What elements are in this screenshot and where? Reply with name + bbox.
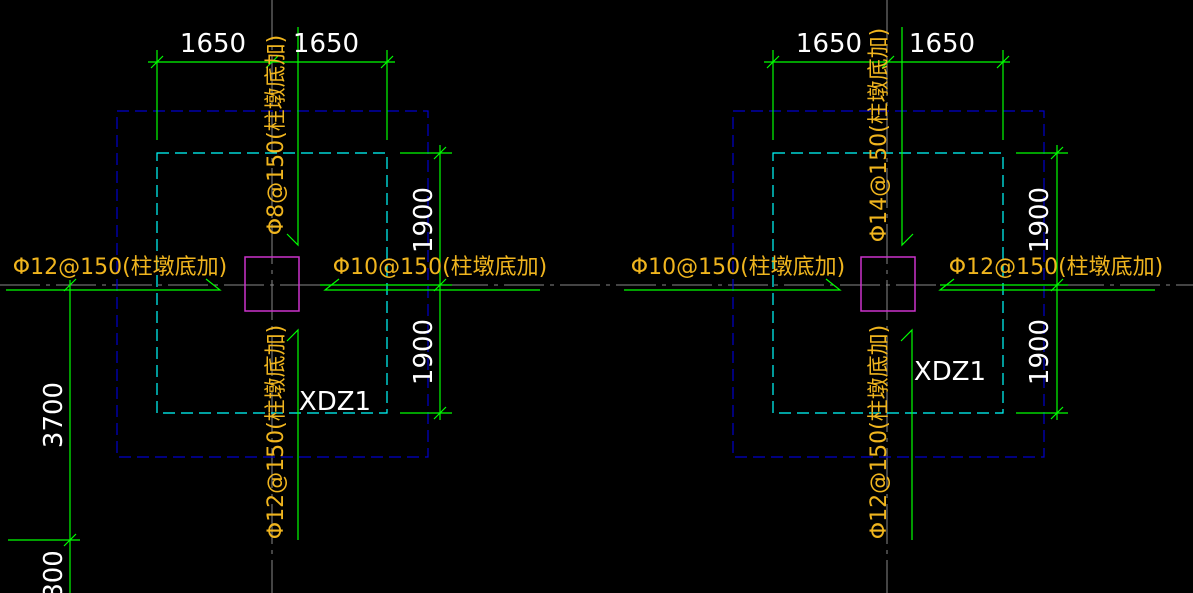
side-tick-1 (63, 278, 77, 292)
left-right-tick-3 (433, 406, 447, 420)
right-rebar-right-line (938, 278, 1155, 291)
left-rebar-top-label: Φ8@150(柱墩底加) (264, 35, 289, 235)
left-dim-right-upper: 1900 (409, 187, 439, 253)
left-right-tick-1 (433, 146, 447, 160)
left-top-tick-3 (380, 55, 394, 69)
side-dimensions (8, 278, 80, 593)
left-column (244, 256, 300, 312)
left-dimensions (6, 27, 540, 540)
side-dim-lower: 800 (39, 550, 69, 593)
left-rebar-left-label: Φ12@150(柱墩底加) (13, 255, 227, 280)
left-rebar-bottom-label: Φ12@150(柱墩底加) (264, 325, 289, 539)
right-rebar-left-label: Φ10@150(柱墩底加) (631, 255, 845, 280)
left-rebar-right-label: Φ10@150(柱墩底加) (333, 255, 547, 280)
right-top-tick-1 (766, 55, 780, 69)
left-dim-top-right: 1650 (293, 29, 359, 59)
right-right-tick-2 (1050, 278, 1064, 292)
right-top-tick-3 (996, 55, 1010, 69)
right-right-tick-3 (1050, 406, 1064, 420)
left-rebar-top-line (286, 27, 299, 247)
right-dim-right-lower: 1900 (1025, 319, 1055, 385)
right-dim-top-right: 1650 (909, 29, 975, 59)
right-rebar-bottom-line (900, 328, 913, 540)
left-top-tick-2 (265, 55, 279, 69)
right-rebar-bottom-label: Φ12@150(柱墩底加) (867, 325, 892, 539)
right-top-tick-2 (881, 55, 895, 69)
left-pier-label: XDZ1 (299, 387, 371, 417)
right-pier-label: XDZ1 (914, 357, 986, 387)
left-dim-right-lower: 1900 (409, 319, 439, 385)
right-dim-right-upper: 1900 (1025, 187, 1055, 253)
left-cap-outline (116, 110, 429, 458)
right-dim-top-left: 1650 (796, 29, 862, 59)
right-rebar-top-line (901, 27, 914, 247)
left-top-tick-1 (150, 55, 164, 69)
right-dimensions (624, 27, 1155, 540)
right-cap-outline (732, 110, 1045, 458)
side-dim-upper: 3700 (39, 382, 69, 448)
right-rebar-top-label: Φ14@150(柱墩底加) (867, 28, 892, 242)
left-pier-outline (156, 152, 388, 414)
right-right-tick-1 (1050, 146, 1064, 160)
right-pier-outline (772, 152, 1004, 414)
right-rebar-right-label: Φ12@150(柱墩底加) (949, 255, 1163, 280)
right-column (860, 256, 916, 312)
left-rebar-left-line (6, 278, 222, 291)
left-dim-top-left: 1650 (180, 29, 246, 59)
right-pier: 1650 1650 1900 1900 Φ14@150(柱墩底加) Φ12@15… (624, 27, 1163, 540)
left-right-tick-2 (433, 278, 447, 292)
left-pier: 1650 1650 1900 1900 Φ8@150(柱墩底加) Φ12@150… (6, 27, 547, 540)
left-rebar-bottom-line (286, 328, 299, 540)
right-rebar-left-line (624, 278, 842, 291)
left-rebar-right-line (323, 278, 540, 291)
